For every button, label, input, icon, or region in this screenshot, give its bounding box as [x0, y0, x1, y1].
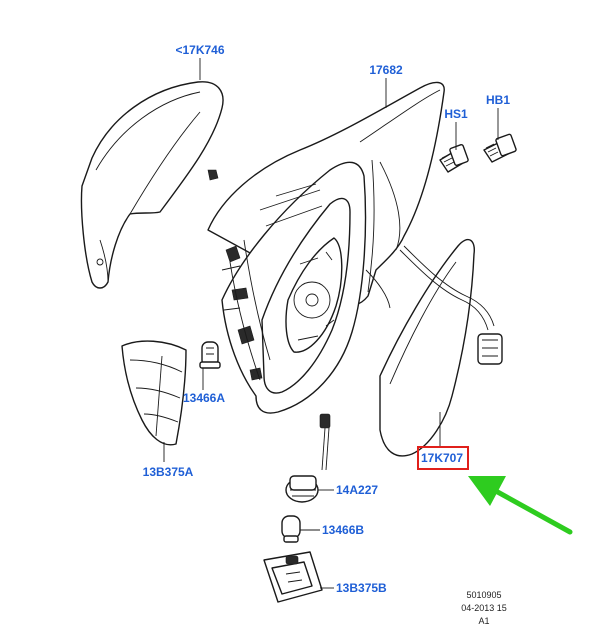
label-bulb-b: 13466B [322, 523, 364, 537]
mirror-cap-cover [80, 81, 224, 289]
screw-hs1 [439, 144, 469, 173]
label-housing: 17682 [369, 63, 403, 77]
bulb-13466b [281, 515, 301, 543]
glass-highlight-box [417, 446, 469, 470]
harness-14a227 [285, 413, 331, 503]
label-hs1: HS1 [444, 107, 468, 121]
screw-hb1 [483, 133, 517, 163]
label-lamp-b: 13B375B [336, 581, 387, 595]
green-arrow-pointer [468, 476, 573, 535]
label-cap: <17K746 [175, 43, 224, 57]
mirror-glass [379, 238, 503, 457]
side-lamp-13b375a [121, 340, 187, 446]
ref-line-2: 04-2013 15 [461, 603, 507, 613]
label-bulb-a: 13466A [183, 391, 225, 405]
ref-line-3: A1 [478, 616, 489, 626]
mirror-housing [207, 81, 445, 414]
label-hb1: HB1 [486, 93, 510, 107]
label-lamp-a: 13B375A [143, 465, 194, 479]
ref-line-1: 5010905 [466, 590, 501, 600]
puddle-lamp-13b375b [263, 551, 323, 603]
label-harness: 14A227 [336, 483, 378, 497]
label-glass: 17K707 [421, 451, 463, 465]
bulb-13466a [199, 341, 221, 369]
leader-lines [163, 58, 499, 589]
